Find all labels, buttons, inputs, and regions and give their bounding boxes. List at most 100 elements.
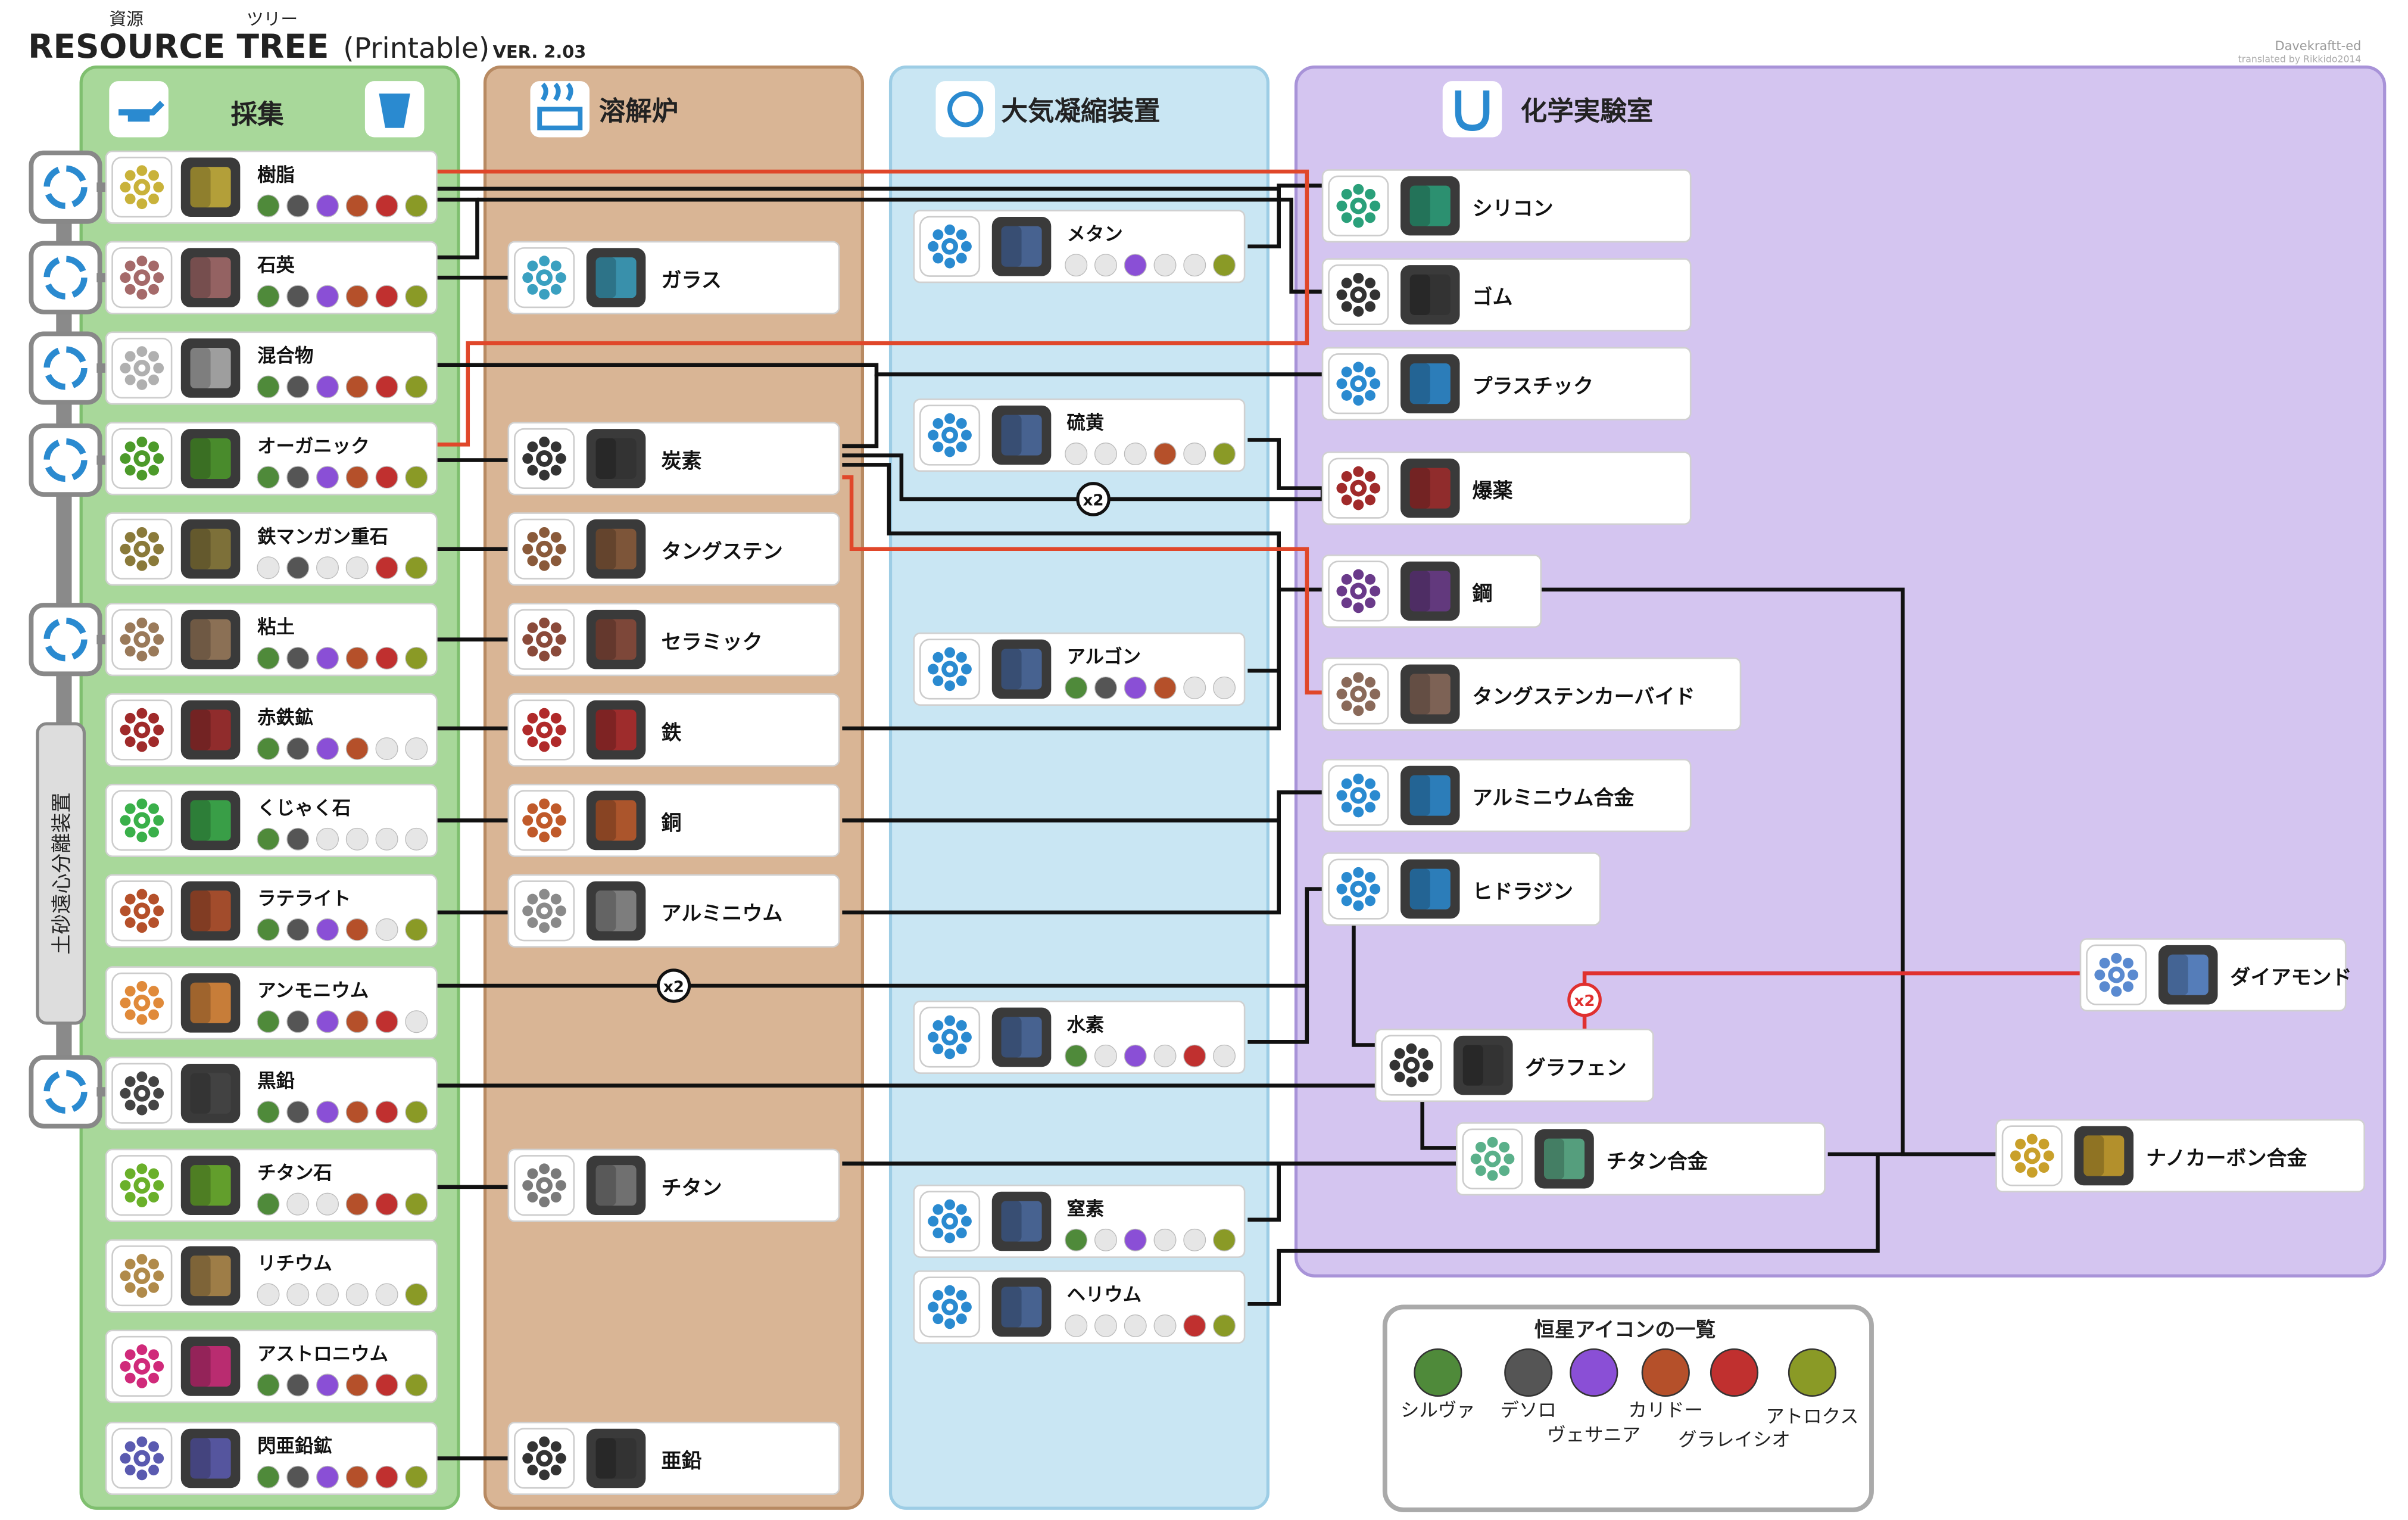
- smelter-card[interactable]: 亜鉛: [507, 1421, 840, 1496]
- material-image: [586, 700, 646, 760]
- condenser-card[interactable]: 水素: [913, 1000, 1246, 1074]
- material-name: ガラス: [662, 269, 722, 292]
- lab-card[interactable]: ダイアモンド: [2079, 938, 2352, 1012]
- smelter-card[interactable]: セラミック: [507, 603, 840, 677]
- resource-name: ラテライト: [257, 888, 351, 909]
- lab-card[interactable]: ナノカーボン合金: [1995, 1119, 2365, 1192]
- lab-card[interactable]: チタン合金: [1455, 1122, 1826, 1196]
- gather-card[interactable]: オーガニック: [105, 422, 438, 496]
- nanocarbon-alloy-icon: [2001, 1125, 2063, 1186]
- lab-card[interactable]: グラフェン: [1374, 1029, 1654, 1102]
- smelter-card[interactable]: 鉄: [507, 693, 840, 767]
- gather-card[interactable]: リチウム: [105, 1239, 438, 1313]
- resource-image: [180, 429, 241, 488]
- condenser-card[interactable]: メタン: [913, 210, 1246, 284]
- resource-image: [180, 700, 241, 760]
- gas-name: 硫黄: [1067, 412, 1105, 434]
- planet-icon: [1570, 1348, 1618, 1397]
- condenser-card[interactable]: 窒素: [913, 1184, 1246, 1258]
- planet-dot-empty: [1094, 1044, 1117, 1067]
- planet-dot-empty: [345, 556, 369, 580]
- centrifuge-node: [29, 241, 107, 314]
- svg-text:x2: x2: [1574, 992, 1595, 1010]
- lab-card[interactable]: 鋼: [1321, 554, 1542, 628]
- helium-icon: [919, 1276, 981, 1338]
- product-name: ナノカーボン合金: [2146, 1147, 2308, 1170]
- lab-card[interactable]: 爆薬: [1321, 451, 1692, 525]
- planet-dot-atrox: [405, 1101, 428, 1124]
- product-image: [1453, 1035, 1513, 1095]
- lab-card[interactable]: ヒドラジン: [1321, 852, 1601, 926]
- smelter-card[interactable]: タングステン: [507, 512, 840, 586]
- hydrogen-icon: [919, 1007, 981, 1068]
- smelter-card[interactable]: アルミニウム: [507, 874, 840, 948]
- planet-dot-empty: [1124, 1314, 1147, 1337]
- lab-card[interactable]: シリコン: [1321, 169, 1692, 243]
- gather-card[interactable]: 粘土: [105, 603, 438, 677]
- planet-availability: [257, 1101, 428, 1124]
- gather-card[interactable]: 石英: [105, 241, 438, 314]
- planet-icon: [1641, 1348, 1690, 1397]
- lab-card[interactable]: タングステンカーバイド: [1321, 657, 1742, 731]
- planet-dot-atrox: [405, 1283, 428, 1306]
- lab-card[interactable]: アルミニウム合金: [1321, 759, 1692, 833]
- planet-dot-vesania: [316, 1101, 339, 1124]
- material-image: [586, 519, 646, 579]
- glass-icon: [514, 247, 575, 309]
- planet-dot-empty: [286, 1283, 310, 1306]
- gather-card[interactable]: 混合物: [105, 331, 438, 405]
- planet-dot-sylva: [257, 1192, 280, 1216]
- planet-availability: [257, 466, 428, 489]
- planet-availability: [257, 285, 428, 308]
- planet-availability: [257, 1192, 428, 1216]
- gas-name: アルゴン: [1067, 646, 1141, 668]
- planet-availability: [1065, 254, 1236, 277]
- gather-card[interactable]: くじゃく石: [105, 783, 438, 857]
- planet-dot-desolo: [286, 737, 310, 760]
- planet-dot-vesania: [316, 1465, 339, 1488]
- gather-card[interactable]: 樹脂: [105, 150, 438, 224]
- planet-dot-vesania: [316, 918, 339, 941]
- gather-card[interactable]: アストロニウム: [105, 1329, 438, 1403]
- planet-availability: [257, 737, 428, 760]
- resource-image: [180, 1063, 241, 1123]
- condenser-card[interactable]: 硫黄: [913, 398, 1246, 472]
- lithium-icon: [111, 1245, 173, 1307]
- planet-dot-empty: [1124, 443, 1147, 466]
- smelter-card[interactable]: チタン: [507, 1148, 840, 1222]
- planet-dot-empty: [345, 1283, 369, 1306]
- condenser-card[interactable]: ヘリウム: [913, 1270, 1246, 1344]
- centrifuge-node: [29, 423, 107, 497]
- gather-card[interactable]: 黒鉛: [105, 1057, 438, 1130]
- planet-dot-empty: [1094, 1314, 1117, 1337]
- gather-card[interactable]: ラテライト: [105, 874, 438, 948]
- planet-dot-empty: [405, 737, 428, 760]
- centrifuge-node: [29, 331, 107, 405]
- gather-card[interactable]: チタン石: [105, 1148, 438, 1222]
- planet-dot-empty: [316, 1283, 339, 1306]
- gas-image: [991, 1191, 1052, 1251]
- tungsten-carbide-icon: [1328, 664, 1389, 725]
- planet-dot-empty: [1065, 254, 1088, 277]
- smelter-card[interactable]: 銅: [507, 783, 840, 857]
- smelter-card[interactable]: ガラス: [507, 241, 840, 314]
- lab-card[interactable]: ゴム: [1321, 258, 1692, 332]
- product-image: [2074, 1126, 2134, 1186]
- planet-dot-glacio: [375, 1465, 398, 1488]
- lab-card[interactable]: プラスチック: [1321, 347, 1692, 421]
- planet-dot-empty: [1153, 1314, 1177, 1337]
- condenser-card[interactable]: アルゴン: [913, 632, 1246, 706]
- planet-dot-sylva: [257, 1010, 280, 1033]
- planet-dot-calidor: [345, 1010, 369, 1033]
- planet-availability: [257, 1010, 428, 1033]
- planet-dot-sylva: [1065, 676, 1088, 699]
- smelter-header: 溶解炉: [530, 81, 678, 138]
- header: 資源 ツリー RESOURCE TREE (Printable) VER. 2.…: [28, 9, 2361, 66]
- gather-card[interactable]: 赤鉄鉱: [105, 693, 438, 767]
- planet-dot-empty: [1065, 443, 1088, 466]
- gather-card[interactable]: アンモニウム: [105, 966, 438, 1040]
- resource-name: オーガニック: [257, 435, 369, 457]
- smelter-card[interactable]: 炭素: [507, 422, 840, 496]
- gather-card[interactable]: 鉄マンガン重石: [105, 512, 438, 586]
- gather-card[interactable]: 閃亜鉛鉱: [105, 1421, 438, 1496]
